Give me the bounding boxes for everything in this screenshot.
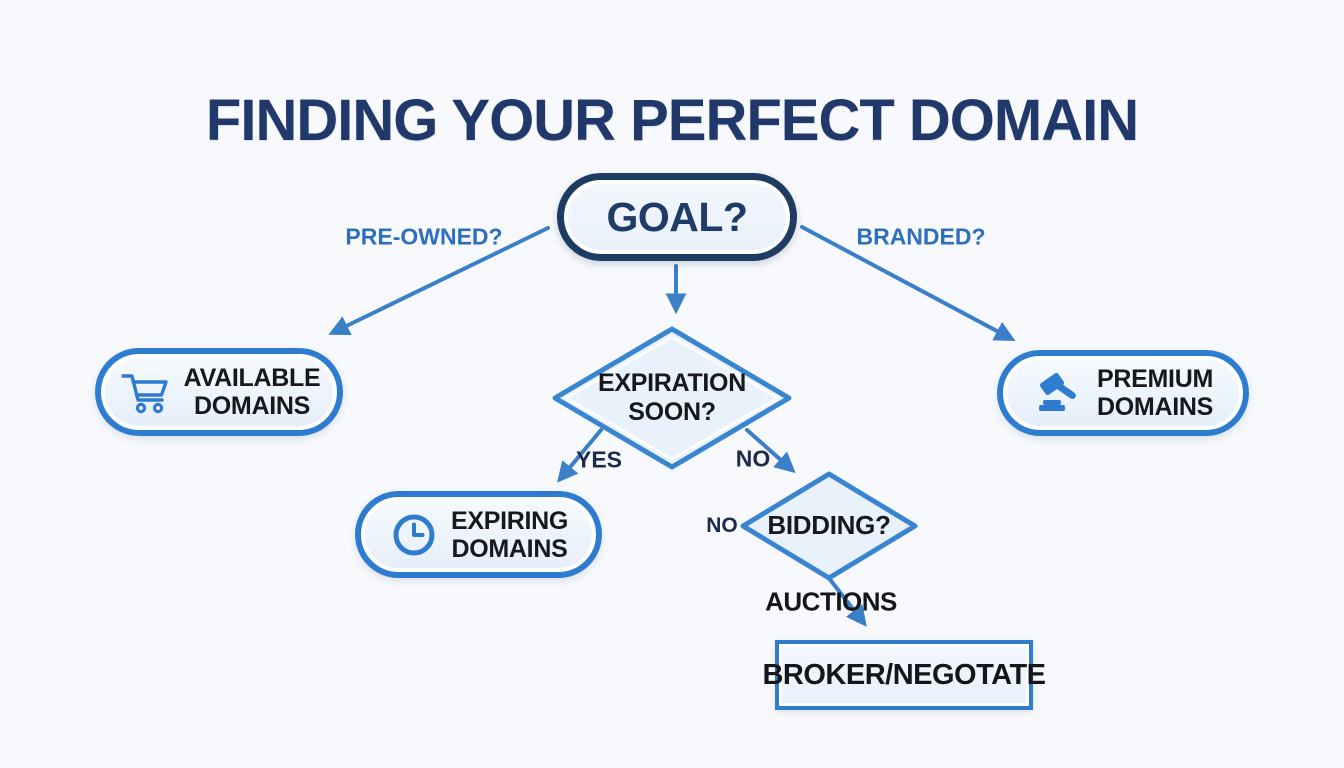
expiration-soon-label: EXPIRATION SOON? (551, 326, 793, 470)
available-domains-label: AVAILABLE DOMAINS (184, 364, 321, 420)
expiration-diamond-shape (552, 326, 792, 470)
expiring-line2: DOMAINS (451, 534, 568, 563)
expiration-line2: SOON? (628, 398, 716, 426)
expiring-line1: EXPIRING (450, 506, 569, 535)
available-line2: DOMAINS (194, 392, 310, 420)
edge-label-yes: YES (575, 446, 623, 473)
premium-domains-node: PREMIUM DOMAINS (997, 350, 1249, 436)
gavel-icon (1033, 369, 1085, 417)
bidding-label: BIDDING? (767, 510, 891, 541)
goal-node-label: GOAL? (606, 193, 748, 240)
broker-negotiate-node: BROKER/NEGOTATE (762, 640, 1046, 710)
bidding-node: BIDDING? (739, 471, 919, 581)
premium-domains-label: PREMIUM DOMAINS (1097, 365, 1213, 421)
expiration-soon-node: EXPIRATION SOON? (551, 326, 793, 470)
edge-label-no-left: NO (706, 514, 738, 537)
broker-negotiate-label: BROKER/NEGOTATE (762, 658, 1046, 691)
edge-label-branded: BRANDED? (856, 223, 986, 250)
edge-label-no-right: NO (735, 445, 771, 472)
available-domains-node: AVAILABLE DOMAINS (95, 348, 343, 436)
premium-line2: DOMAINS (1097, 393, 1213, 421)
clock-icon (389, 510, 439, 560)
expiration-line1: EXPIRATION (598, 369, 746, 398)
goal-node: GOAL? (557, 173, 797, 261)
edge-label-auctions: AUCTIONS (765, 586, 897, 617)
expiring-domains-label: EXPIRING DOMAINS (451, 507, 568, 563)
bidding-diamond-shape (740, 471, 918, 581)
expiring-domains-node: EXPIRING DOMAINS (355, 491, 602, 578)
shopping-cart-icon (118, 368, 172, 416)
available-line1: AVAILABLE (183, 364, 321, 392)
premium-line1: PREMIUM (1097, 365, 1213, 393)
page-title: FINDING YOUR PERFECT DOMAIN (205, 87, 1139, 153)
edge-label-pre-owned: PRE-OWNED? (345, 223, 503, 250)
